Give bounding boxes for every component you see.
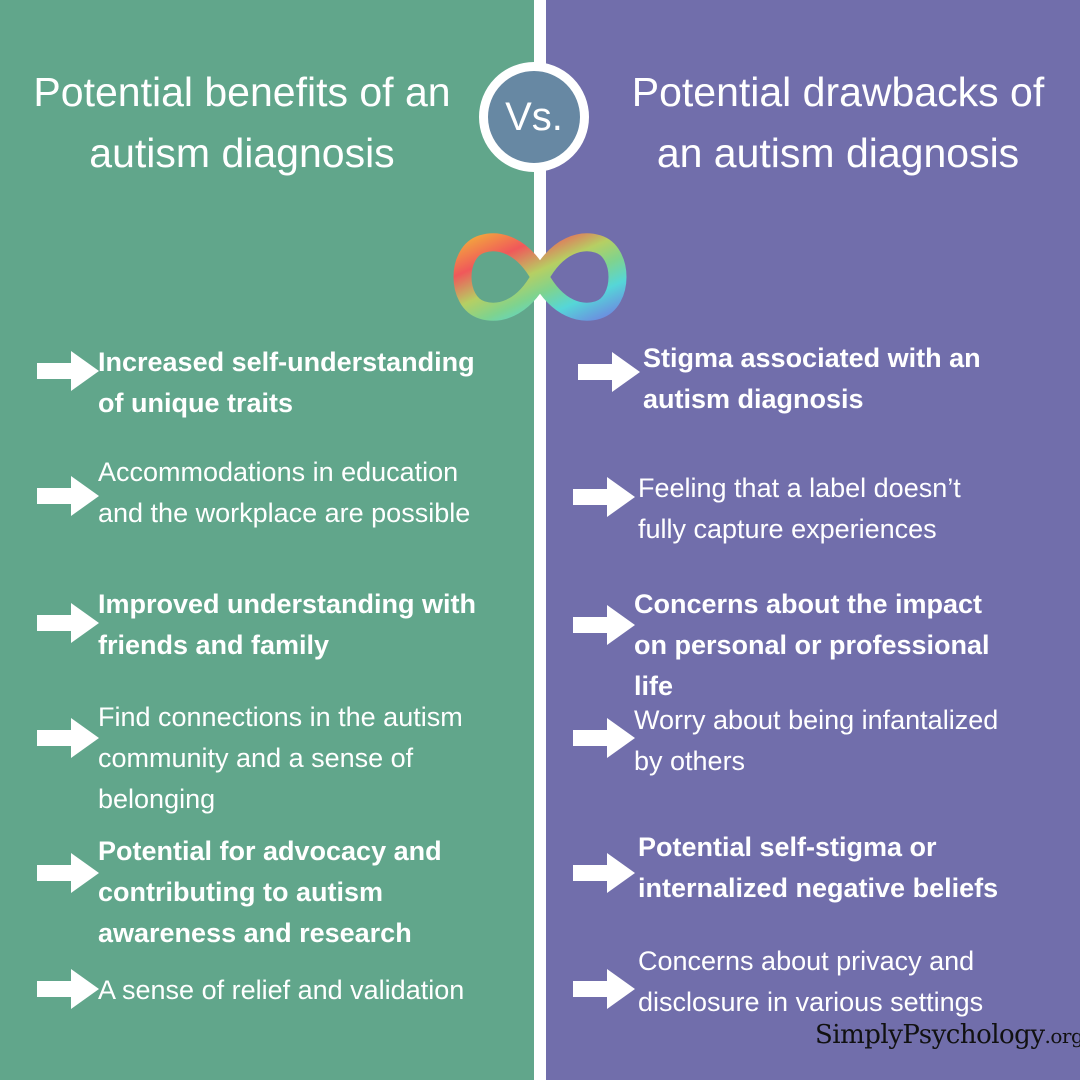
benefit-item-text: Improved understanding with friends and … [98, 589, 477, 660]
drawbacks-heading: Potential drawbacks of an autism diagnos… [596, 62, 1080, 184]
drawback-item-text: Stigma associated with an autism diagnos… [643, 343, 981, 414]
vs-badge: Vs. [479, 62, 589, 172]
right-arrow-icon [37, 603, 99, 643]
benefit-item-text: Find connections in the autism community… [98, 702, 463, 814]
right-arrow-icon [573, 605, 635, 645]
drawbacks-heading-line-1: Potential drawbacks of [631, 69, 1045, 115]
right-arrow-icon [578, 352, 640, 392]
drawback-item-text: Concerns about privacy and disclosure in… [638, 946, 984, 1017]
right-arrow-icon [37, 969, 99, 1009]
right-arrow-icon [573, 718, 635, 758]
drawback-item-text: Potential self-stigma or internalized ne… [638, 832, 999, 903]
benefits-heading-line-1: Potential benefits of an [33, 69, 451, 115]
right-arrow-icon [573, 853, 635, 893]
right-arrow-icon [37, 853, 99, 893]
benefit-item-text: Potential for advocacy and contributing … [98, 836, 442, 948]
site-watermark: SimplyPsychology.org [815, 1020, 1080, 1050]
right-arrow-icon [573, 969, 635, 1009]
vs-label: Vs. [505, 94, 563, 139]
drawbacks-heading-line-2: an autism diagnosis [656, 130, 1020, 176]
drawback-item-text: Concerns about the impact on personal or… [634, 589, 990, 701]
right-arrow-icon [37, 718, 99, 758]
right-arrow-icon [37, 476, 99, 516]
watermark-main: SimplyPsychology [815, 1020, 1045, 1050]
drawback-item-text: Worry about being infantalized by others [634, 705, 999, 776]
benefit-item-text: Accommodations in education and the work… [98, 457, 471, 528]
benefits-heading-line-2: autism diagnosis [89, 130, 395, 176]
benefits-heading: Potential benefits of an autism diagnosi… [0, 62, 484, 184]
drawback-item-text: Feeling that a label doesn’t fully captu… [638, 473, 961, 544]
right-arrow-icon [37, 351, 99, 391]
drawbacks-panel [546, 0, 1080, 1080]
right-arrow-icon [573, 477, 635, 517]
rainbow-infinity-icon [453, 233, 627, 321]
watermark-suffix: .org [1044, 1024, 1080, 1048]
benefits-panel [0, 0, 534, 1080]
benefit-item-text: A sense of relief and validation [98, 975, 465, 1005]
benefit-item-text: Increased self-understanding of unique t… [98, 347, 475, 418]
